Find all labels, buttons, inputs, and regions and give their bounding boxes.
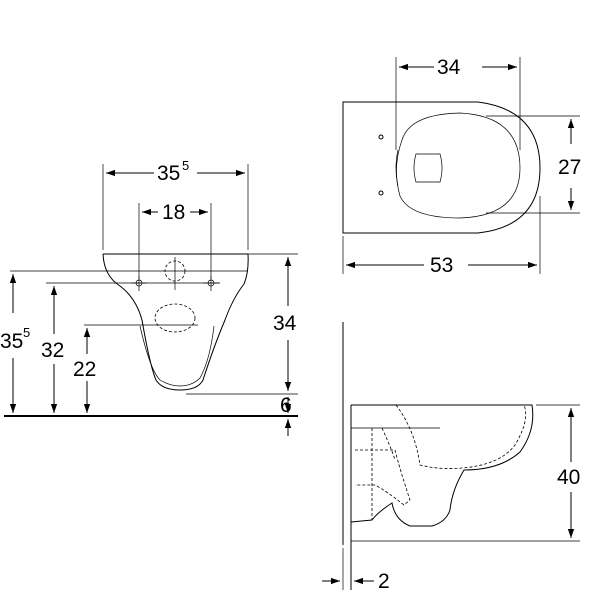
dim-length: 53 [430,254,453,277]
outlet-circle [154,303,196,333]
outlet-shape [413,153,443,183]
dim-width-total: 35 [157,162,180,185]
bowl-outline [102,253,249,391]
dim-bowl-depth: 34 [273,312,297,335]
dim-height-bolts: 32 [41,339,64,362]
inner-channel [395,404,527,469]
dim-seat-width: 34 [437,56,461,79]
dim-floor-offset: 6 [280,394,292,417]
top-outline [342,101,541,234]
trap-channel [355,449,411,506]
top-view: 34 27 53 [342,56,581,277]
bowl-inner [139,325,215,387]
seat-opening [396,112,521,219]
side-view: 40 2 [322,322,580,593]
side-outline [350,404,534,527]
top-bolt-hole [378,190,384,196]
dim-wall-gap: 2 [378,570,390,593]
dim-height-rim-frac: 5 [23,325,30,340]
dim-height-side: 40 [557,466,580,489]
dim-height-rim: 35 [0,330,23,353]
dim-bolt-spacing: 18 [162,201,185,224]
dim-height-outlet: 22 [73,358,96,381]
dim-width-total-frac: 5 [182,158,189,173]
front-view: 35 5 18 34 6 35 5 32 22 [0,158,298,436]
top-bolt-hole [378,134,384,140]
dim-bolt-depth: 27 [558,156,581,179]
